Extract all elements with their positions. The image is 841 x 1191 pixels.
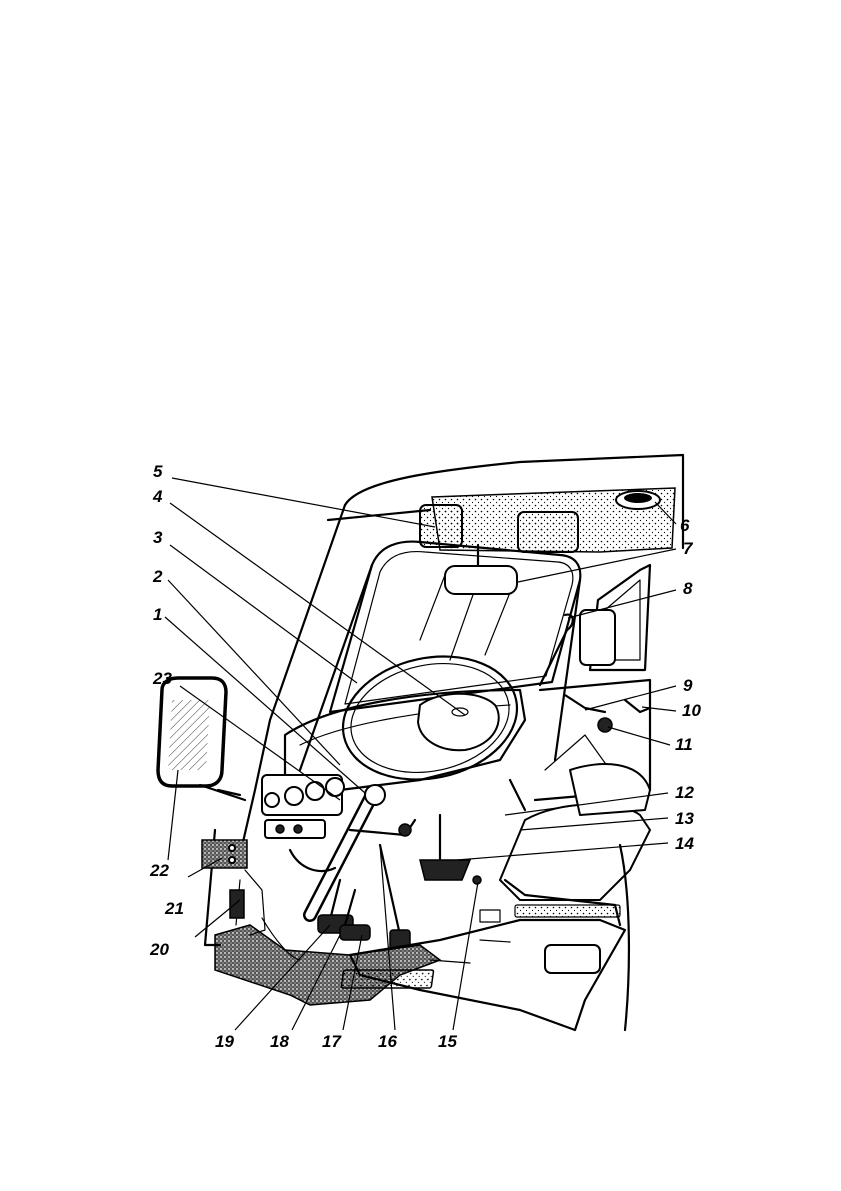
callout-22: 22 <box>149 861 169 880</box>
leader-8 <box>568 590 676 618</box>
instrument-cluster <box>262 775 344 838</box>
callout-20: 20 <box>149 940 169 959</box>
rear-view-mirror <box>445 545 517 594</box>
transfer-lever <box>510 780 525 810</box>
callout-7: 7 <box>683 539 694 558</box>
leader-9 <box>585 686 676 710</box>
leader-5 <box>172 478 435 527</box>
leader-15 <box>453 882 478 1030</box>
door-lock <box>625 700 650 712</box>
callout-12: 12 <box>675 783 694 802</box>
window-crank <box>598 718 612 732</box>
callout-5: 5 <box>153 462 163 481</box>
outside-mirror <box>158 678 245 800</box>
callout-9: 9 <box>683 676 693 695</box>
callout-8: 8 <box>683 579 693 598</box>
callout-3: 3 <box>153 528 163 547</box>
cab-illustration <box>158 455 683 1030</box>
door-pillar <box>555 580 580 760</box>
callout-19: 19 <box>215 1032 234 1051</box>
steering-wheel <box>331 641 528 795</box>
callout-13: 13 <box>675 809 694 828</box>
callout-14: 14 <box>675 834 694 853</box>
callout-4: 4 <box>152 487 163 506</box>
callout-11: 11 <box>675 735 693 754</box>
callout-17: 17 <box>322 1032 342 1051</box>
callout-1: 1 <box>153 605 162 624</box>
callout-21: 21 <box>164 899 184 918</box>
callout-15: 15 <box>438 1032 457 1051</box>
leader-11 <box>608 727 670 745</box>
callout-2: 2 <box>152 567 163 586</box>
callout-10: 10 <box>682 701 701 720</box>
dome-light <box>616 491 660 509</box>
callout-16: 16 <box>378 1032 397 1051</box>
callout-18: 18 <box>270 1032 289 1051</box>
door-hinge <box>202 840 247 868</box>
leader-3 <box>170 545 357 683</box>
callout-6: 6 <box>680 516 690 535</box>
callout-23: 23 <box>152 669 172 688</box>
